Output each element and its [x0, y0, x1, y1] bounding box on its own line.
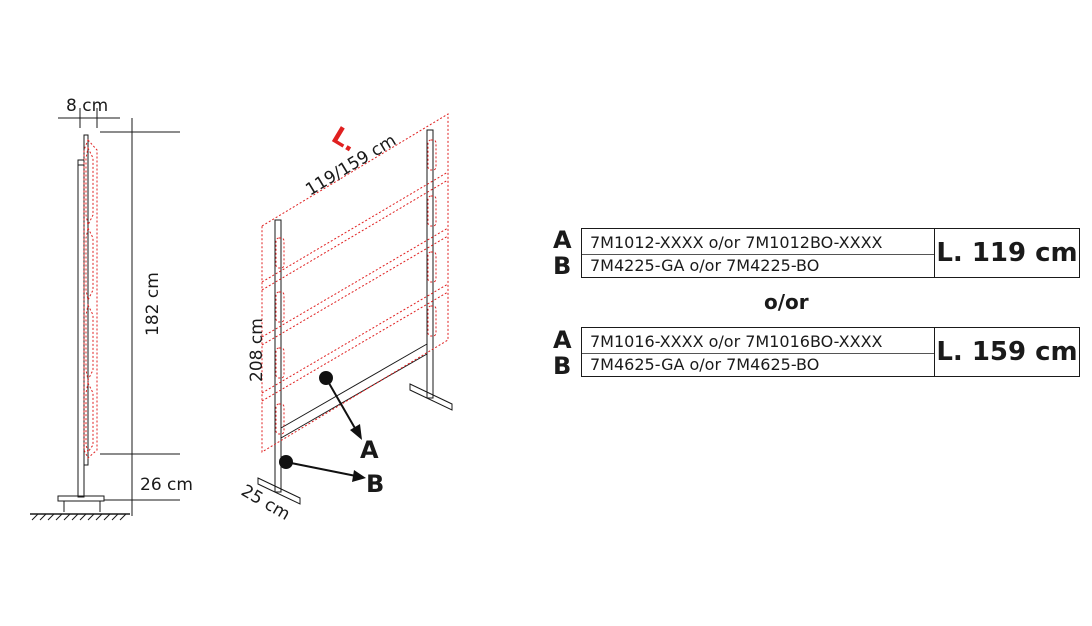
front-height-label: 208 cm — [247, 318, 267, 382]
bracket-left-2 — [275, 291, 285, 323]
table1-letter-a: A — [553, 226, 572, 254]
table1-codes: 7M1012-XXXX o/or 7M1012BO-XXXX 7M4225-GA… — [582, 229, 935, 277]
side-base-label: 26 cm — [140, 475, 193, 495]
front-view — [257, 129, 453, 505]
table2-letter-b: B — [553, 352, 572, 380]
table2-code-b: 7M4625-GA o/or 7M4625-BO — [590, 355, 820, 374]
table2-letter-a: A — [553, 326, 572, 354]
bracket-right-1 — [427, 139, 437, 171]
table2-code-a: 7M1016-XXXX o/or 7M1016BO-XXXX — [590, 332, 883, 351]
rail-1 — [261, 171, 449, 291]
alternative-separator: o/or — [764, 290, 809, 314]
right-foot — [409, 383, 453, 411]
bracket-right-3 — [427, 251, 437, 283]
left-post — [274, 219, 282, 493]
side-panel-segments — [85, 146, 94, 454]
side-height-label: 182 cm — [143, 272, 163, 336]
rail-3 — [261, 283, 449, 402]
callouts — [279, 371, 366, 482]
left-foot — [257, 477, 301, 505]
bracket-left-1 — [275, 237, 285, 269]
side-foot — [57, 495, 105, 502]
table1-row-separator — [582, 254, 934, 255]
callout-a-label: A — [360, 436, 379, 464]
right-post — [426, 129, 434, 399]
rail-2 — [261, 227, 449, 346]
panel-rails — [261, 113, 449, 453]
side-post-cap — [77, 159, 84, 165]
ground-hatch — [31, 513, 127, 521]
table2-codes: 7M1016-XXXX o/or 7M1016BO-XXXX 7M4625-GA… — [582, 328, 935, 376]
callout-a-arrowhead — [350, 424, 362, 440]
bracket-left-4 — [275, 403, 285, 435]
callout-b-label: B — [366, 470, 384, 498]
table1-code-b: 7M4225-GA o/or 7M4225-BO — [590, 256, 820, 275]
table-119: 7M1012-XXXX o/or 7M1012BO-XXXX 7M4225-GA… — [581, 228, 1080, 278]
side-width-label: 8 cm — [66, 96, 108, 116]
bracket-right-2 — [427, 195, 437, 227]
callout-b-leader — [285, 461, 357, 477]
bottom-rail — [280, 343, 428, 439]
callout-b-arrowhead — [352, 470, 366, 482]
table-159: 7M1016-XXXX o/or 7M1016BO-XXXX 7M4625-GA… — [581, 327, 1080, 377]
side-view — [30, 108, 180, 521]
table2-length: L. 159 cm — [936, 337, 1078, 367]
side-post — [77, 164, 85, 498]
panel-outline — [261, 113, 449, 453]
table1-letter-b: B — [553, 252, 572, 280]
table1-code-a: 7M1012-XXXX o/or 7M1012BO-XXXX — [590, 233, 883, 252]
callout-a-leader — [325, 377, 357, 431]
bracket-left-3 — [275, 347, 285, 379]
side-panel-outline — [83, 139, 98, 459]
bracket-right-4 — [427, 305, 437, 337]
table1-length: L. 119 cm — [936, 238, 1078, 268]
table2-row-separator — [582, 353, 934, 354]
